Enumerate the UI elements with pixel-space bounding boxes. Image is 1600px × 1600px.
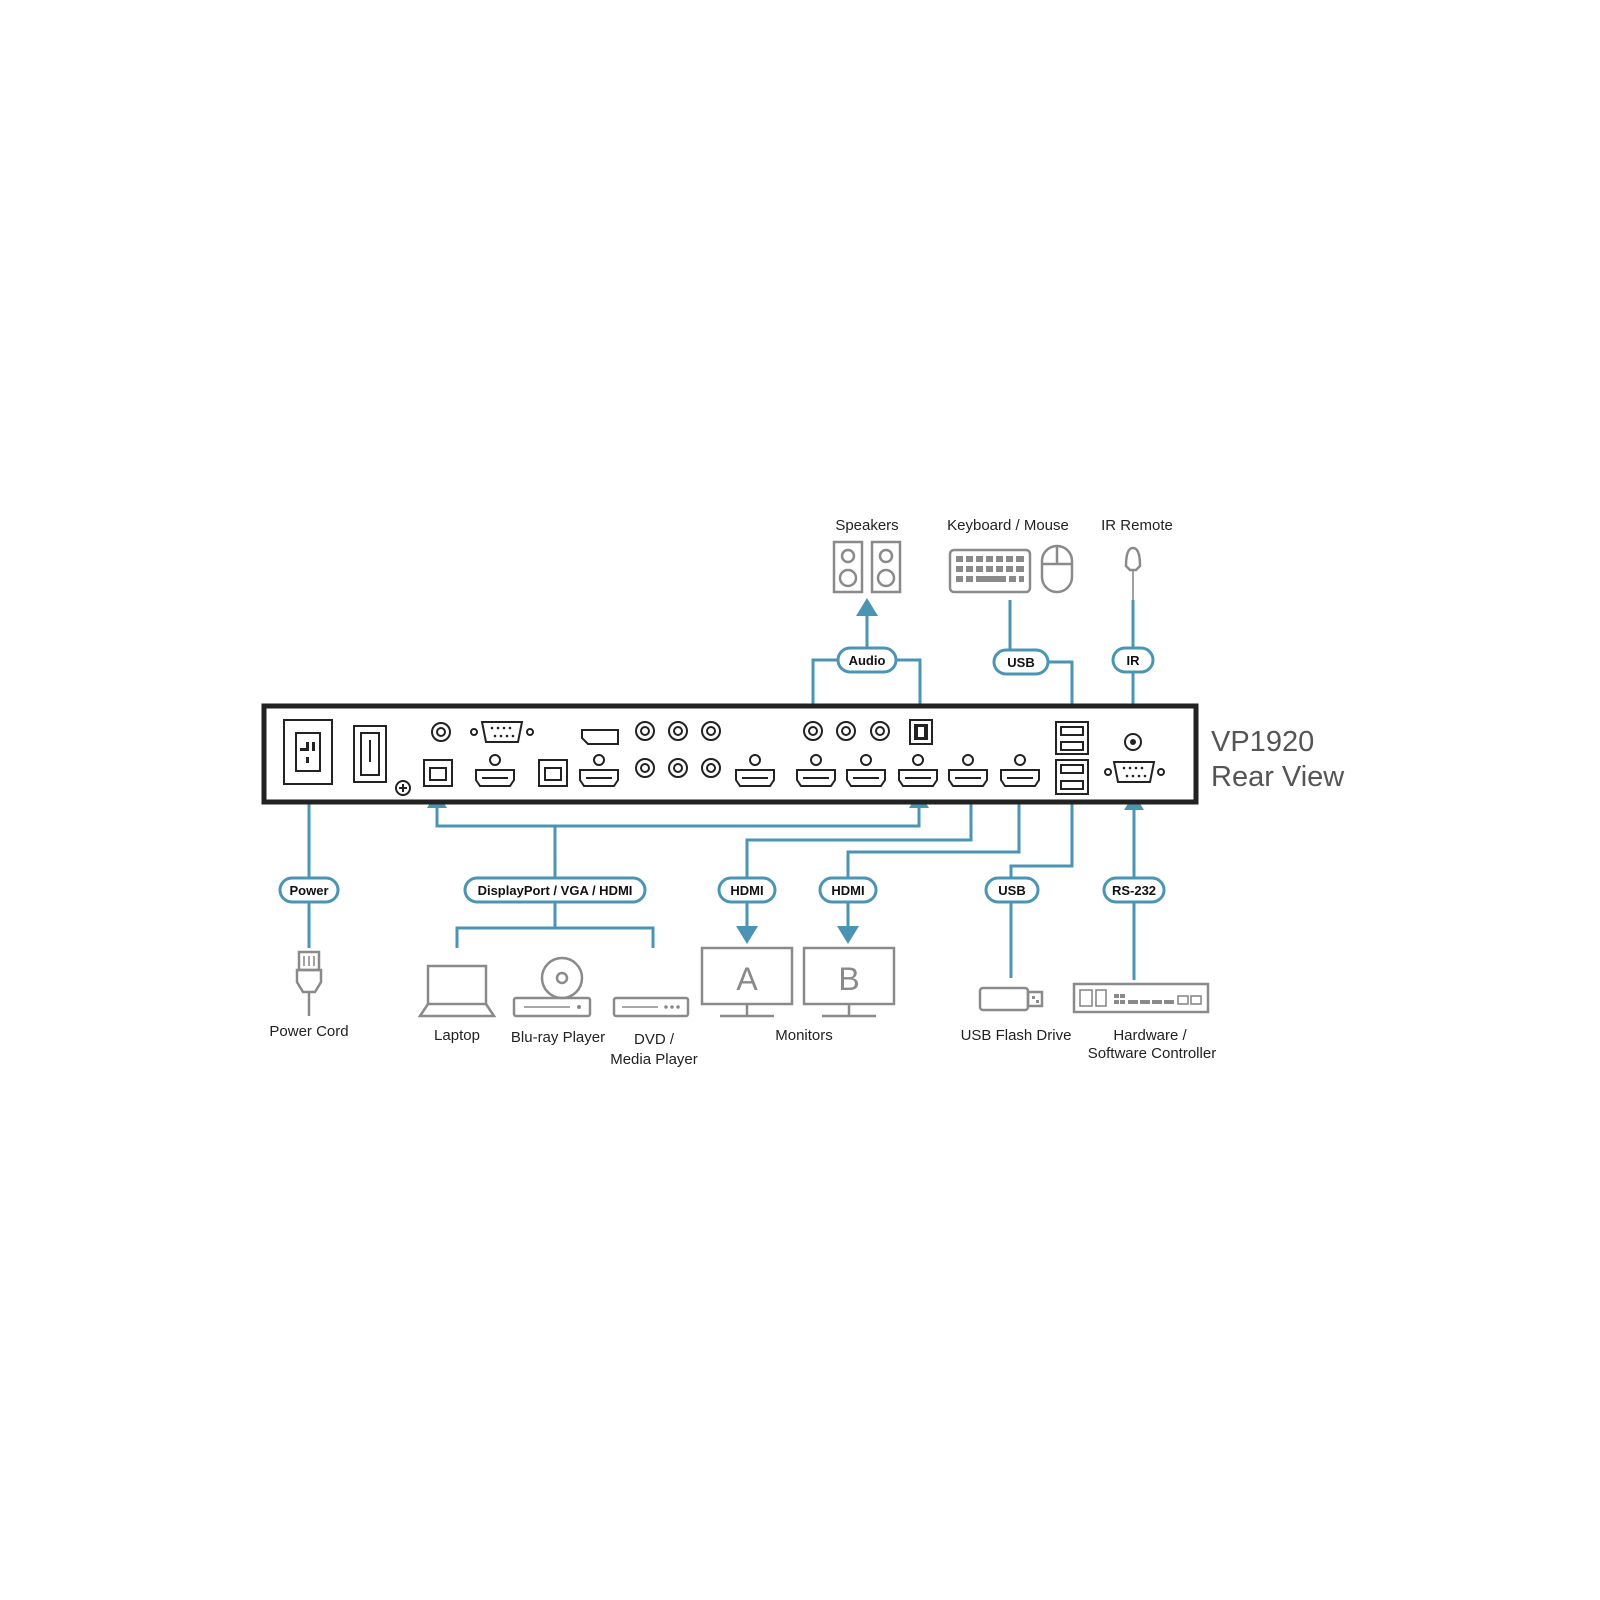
input-1-usb-b-port: [423, 759, 453, 787]
audio-jacks-group-1: [635, 721, 721, 778]
dvd-player-label-line1: DVD /: [634, 1031, 675, 1048]
tag-sources: DisplayPort / VGA / HDMI: [463, 876, 647, 904]
tag-hdmi-b: HDMI: [818, 876, 878, 904]
input-3-hdmi-port: [735, 754, 775, 787]
wire-hdmi-b: [846, 796, 1021, 928]
laptop-label: Laptop: [434, 1027, 480, 1044]
power-inlet-port: [283, 719, 333, 785]
tag-usb-flash-label: USB: [998, 883, 1025, 898]
speakers-icon: [832, 540, 902, 594]
bluray-player-label: Blu-ray Player: [511, 1029, 605, 1046]
usb-flash-drive-icon: [978, 986, 1044, 1012]
ir-receiver-icon: [1124, 546, 1142, 600]
arrow-to-speakers: [856, 598, 878, 616]
controller-label-line2: Software Controller: [1088, 1045, 1216, 1062]
laptop-icon: [417, 964, 497, 1018]
rs232-port: [1104, 761, 1165, 783]
controller-icon: [1072, 982, 1210, 1014]
input-6-hdmi-port: [898, 754, 938, 787]
input-2-displayport: [581, 729, 619, 745]
monitors-label: Monitors: [775, 1027, 833, 1044]
tag-usb-flash: USB: [984, 876, 1040, 904]
dvd-player-icon: [612, 996, 690, 1018]
monitor-b-icon: B: [802, 946, 896, 1018]
tag-usb-keyboard-label: USB: [1007, 655, 1034, 670]
input-5-hdmi-port: [846, 754, 886, 787]
tag-ir-label: IR: [1127, 653, 1141, 668]
tag-usb-keyboard: USB: [992, 648, 1050, 676]
bluray-player-icon: [512, 956, 592, 1018]
tag-power-label: Power: [289, 883, 328, 898]
optical-audio-port: [909, 719, 933, 745]
power-cord-label: Power Cord: [269, 1023, 348, 1040]
input-2-usb-b-port: [538, 759, 568, 787]
dvd-player-label-line2: Media Player: [610, 1051, 698, 1068]
tag-ir: IR: [1111, 646, 1155, 674]
mouse-icon: [1040, 544, 1074, 594]
tag-sources-label: DisplayPort / VGA / HDMI: [478, 883, 633, 898]
product-model: VP1920: [1211, 726, 1314, 758]
input-4-hdmi-port: [796, 754, 836, 787]
tag-hdmi-b-label: HDMI: [831, 883, 864, 898]
input-1-hdmi-port: [475, 754, 515, 787]
audio-output-jacks: [803, 721, 890, 741]
usb-a-ports-lower: [1055, 759, 1089, 795]
input-1-audio-jack: [431, 722, 451, 742]
monitor-a-icon: A: [700, 946, 794, 1018]
usb-flash-drive-label: USB Flash Drive: [961, 1027, 1072, 1044]
power-switch: [353, 725, 387, 783]
monitor-b-letter: B: [838, 961, 859, 997]
monitor-a-letter: A: [736, 961, 758, 997]
wires: [307, 600, 1136, 980]
arrow-to-monitor-a: [736, 926, 758, 944]
controller-label-line1: Hardware /: [1113, 1027, 1187, 1044]
keyboard-icon: [948, 548, 1032, 594]
input-2-hdmi-port: [579, 754, 619, 787]
product-view-title: Rear View: [1211, 761, 1345, 793]
wire-hdmi-a: [745, 796, 973, 928]
input-1-vga-port: [470, 721, 534, 743]
power-cord-icon: [295, 950, 323, 1016]
tag-rs232: RS-232: [1102, 876, 1166, 904]
device-rear-panel: [261, 703, 1199, 805]
tag-power: Power: [278, 876, 340, 904]
tag-rs232-label: RS-232: [1112, 883, 1156, 898]
tag-hdmi-a-label: HDMI: [730, 883, 763, 898]
ir-remote-label: IR Remote: [1101, 517, 1173, 534]
tag-audio-label: Audio: [849, 653, 886, 668]
output-a-hdmi-port: [948, 754, 988, 787]
ground-screw: [395, 780, 411, 796]
ir-jack: [1124, 733, 1142, 751]
wire-usb-flash: [1009, 804, 1074, 978]
tag-audio: Audio: [836, 646, 898, 674]
speakers-label: Speakers: [835, 517, 898, 534]
keyboard-mouse-label: Keyboard / Mouse: [947, 517, 1069, 534]
tag-hdmi-a: HDMI: [717, 876, 777, 904]
output-b-hdmi-port: [1000, 754, 1040, 787]
arrow-to-monitor-b: [837, 926, 859, 944]
usb-a-ports-upper: [1055, 721, 1089, 755]
